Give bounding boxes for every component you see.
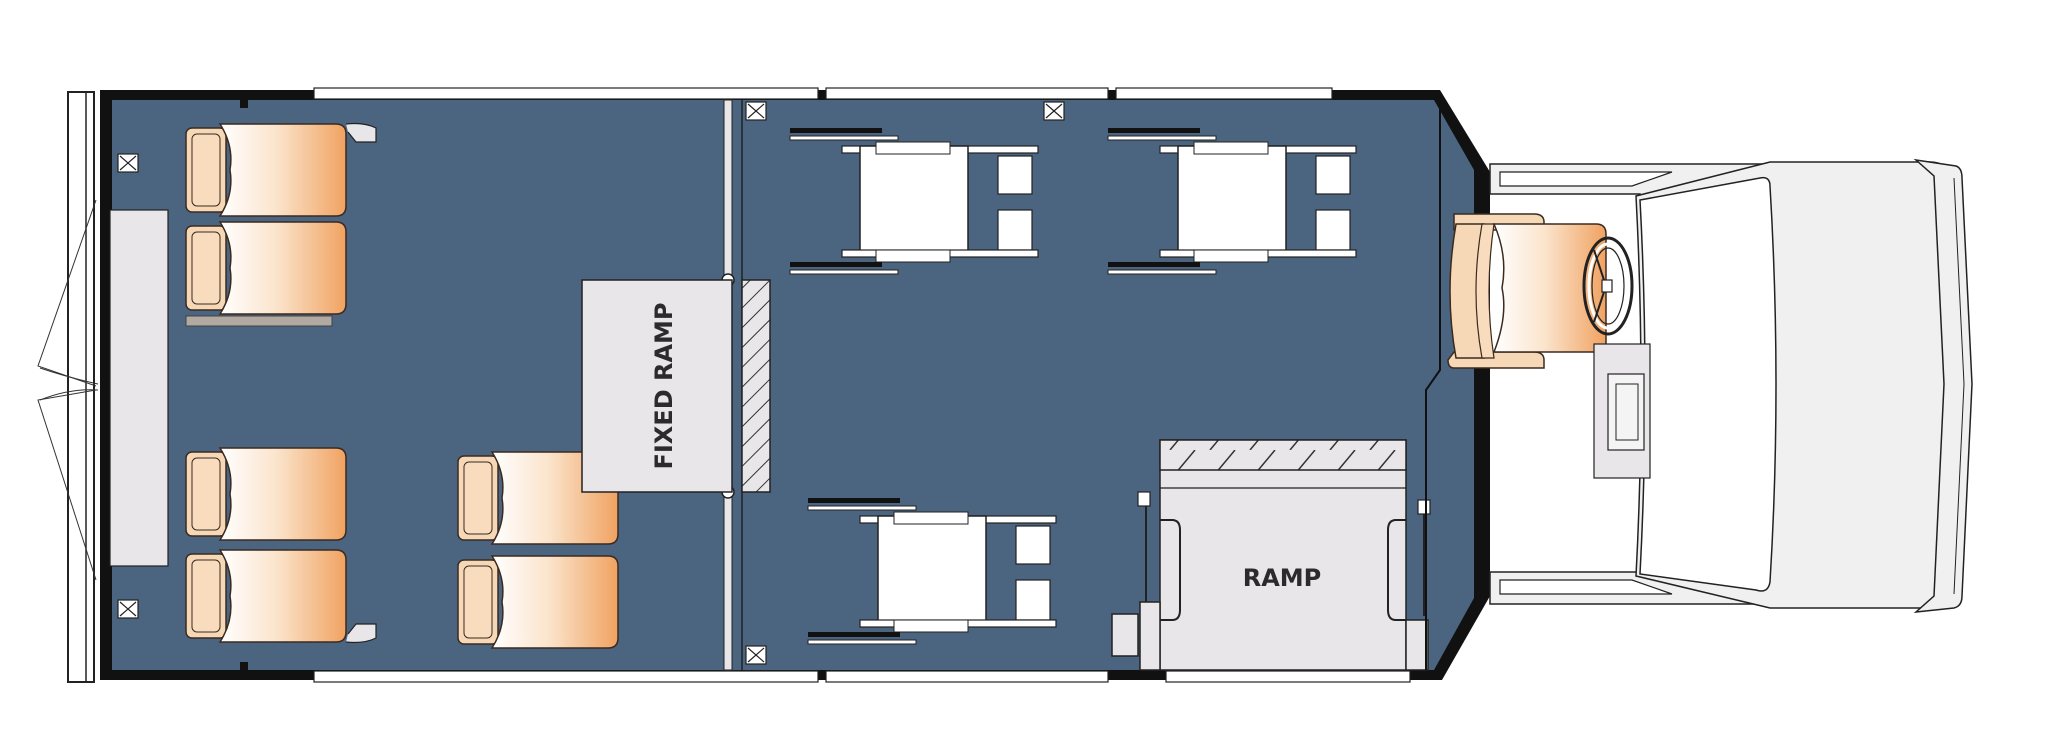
bus-body — [100, 87, 1490, 683]
tie-down-anchor — [745, 645, 767, 665]
passenger-seat — [185, 122, 377, 217]
passenger-seat — [457, 555, 619, 649]
passenger-seat — [185, 549, 377, 644]
ramp-label: RAMP — [1243, 564, 1322, 592]
driver-seat — [1447, 213, 1607, 369]
tie-down-anchor — [745, 101, 767, 121]
tie-down-anchor — [1043, 101, 1065, 121]
steering-wheel — [1582, 236, 1634, 336]
rear-bench — [109, 209, 169, 567]
rear-bumper — [37, 91, 99, 683]
fixed-ramp: FIXED RAMP — [581, 279, 771, 493]
fixed-ramp-label: FIXED RAMP — [650, 302, 678, 469]
tie-down-anchor — [117, 153, 139, 173]
floor — [110, 100, 1474, 670]
passenger-seat — [185, 447, 347, 541]
ramp: RAMP — [1111, 439, 1431, 671]
cab-divider — [1425, 100, 1441, 670]
cab — [1489, 158, 1973, 613]
tie-down-anchor — [117, 599, 139, 619]
passenger-seat — [185, 221, 347, 315]
